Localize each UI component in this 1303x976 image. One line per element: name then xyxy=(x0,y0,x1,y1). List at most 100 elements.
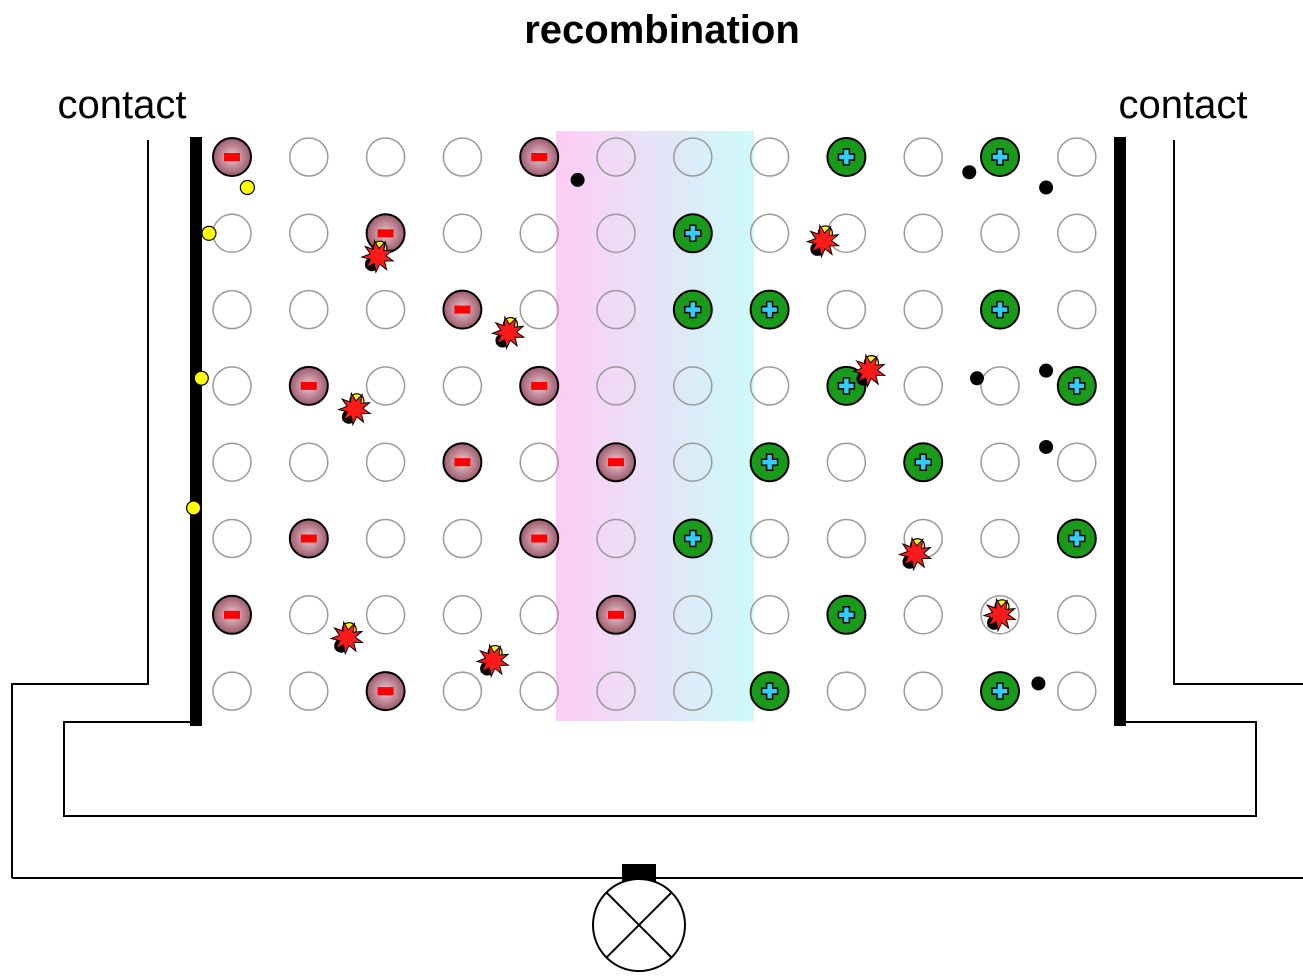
minus-sign-icon xyxy=(531,534,548,543)
empty-lattice-site xyxy=(749,137,790,177)
empty-lattice-site xyxy=(1057,213,1097,254)
recombination-burst-icon xyxy=(805,223,841,259)
empty-lattice-site xyxy=(289,671,329,711)
empty-lattice-site xyxy=(519,289,559,330)
contact-electrode-left xyxy=(190,137,202,726)
minus-sign-icon xyxy=(531,153,548,161)
donor-ion xyxy=(826,365,867,406)
empty-lattice-site xyxy=(826,442,867,482)
electron-carrier xyxy=(1039,363,1054,378)
empty-lattice-site xyxy=(1057,671,1097,711)
empty-lattice-site xyxy=(673,137,713,177)
donor-ion xyxy=(749,289,790,330)
electron-carrier xyxy=(1039,180,1054,195)
depletion-region xyxy=(556,131,754,721)
plus-sign-icon xyxy=(1068,529,1086,548)
plus-sign-icon xyxy=(837,377,856,395)
empty-lattice-site xyxy=(442,137,483,177)
plus-sign-icon xyxy=(760,300,779,319)
lamp-terminal xyxy=(622,864,656,882)
recombination-burst-icon xyxy=(329,620,365,656)
empty-lattice-site xyxy=(980,366,1020,406)
recombination-event xyxy=(805,223,841,259)
empty-lattice-site xyxy=(519,442,559,482)
electron-carrier xyxy=(570,172,585,187)
empty-lattice-site xyxy=(289,442,329,482)
acceptor-ion xyxy=(519,137,560,177)
empty-lattice-site xyxy=(826,289,867,330)
plus-sign-icon xyxy=(914,453,932,471)
lamp-filament-b xyxy=(605,891,673,959)
empty-lattice-site xyxy=(749,366,790,406)
plus-sign-icon xyxy=(1068,377,1086,395)
acceptor-ion xyxy=(212,594,252,635)
recombination-burst-icon xyxy=(982,597,1017,633)
electron-carrier xyxy=(1031,676,1046,691)
donor-ion xyxy=(903,442,944,483)
plus-sign-icon xyxy=(684,224,702,243)
minus-sign-icon xyxy=(531,381,548,390)
empty-lattice-site xyxy=(1057,595,1097,635)
empty-lattice-site xyxy=(903,671,943,711)
acceptor-ion xyxy=(212,137,252,177)
plus-sign-icon xyxy=(684,529,702,548)
plus-sign-icon xyxy=(837,606,856,624)
empty-lattice-site xyxy=(596,289,636,330)
plus-sign-icon xyxy=(684,300,702,319)
donor-ion xyxy=(749,442,790,483)
lattice-sites xyxy=(212,137,1097,712)
recombination-event xyxy=(329,620,365,656)
empty-lattice-site xyxy=(903,595,943,635)
empty-lattice-site xyxy=(673,671,713,711)
empty-lattice-site xyxy=(826,213,867,254)
empty-lattice-site xyxy=(289,213,329,254)
recombination-burst-icon xyxy=(897,536,933,572)
contact-electrode-right xyxy=(1114,137,1126,726)
minus-sign-icon xyxy=(454,305,471,314)
empty-lattice-site xyxy=(826,671,867,711)
plus-sign-icon xyxy=(837,148,856,166)
minus-sign-icon xyxy=(224,153,240,161)
acceptor-ion xyxy=(442,289,483,330)
minus-sign-icon xyxy=(300,381,317,390)
donor-ion xyxy=(980,289,1020,330)
empty-lattice-site xyxy=(980,213,1020,254)
empty-lattice-site xyxy=(596,518,636,559)
electron-carrier xyxy=(969,371,984,386)
hole-carrier xyxy=(239,179,255,196)
recombination-event xyxy=(360,238,395,274)
empty-lattice-site xyxy=(673,442,713,482)
empty-lattice-site xyxy=(442,595,483,635)
empty-lattice-site xyxy=(365,518,406,559)
minus-sign-icon xyxy=(224,610,240,619)
plus-sign-icon xyxy=(991,300,1009,319)
recombination-event xyxy=(337,391,372,427)
donor-ion xyxy=(826,594,867,635)
empty-lattice-site xyxy=(365,442,406,482)
donor-ion xyxy=(672,213,713,254)
acceptor-ion xyxy=(365,671,406,712)
hole-carrier xyxy=(201,225,217,241)
empty-lattice-site xyxy=(365,137,406,177)
empty-lattice-site xyxy=(980,518,1020,559)
empty-lattice-site xyxy=(903,213,943,254)
empty-lattice-site xyxy=(365,366,406,406)
electron-carrier xyxy=(962,165,977,180)
empty-lattice-site xyxy=(826,518,867,559)
minus-sign-icon xyxy=(608,458,624,467)
recombination-burst-icon xyxy=(360,238,395,274)
empty-lattice-site xyxy=(596,366,636,406)
empty-lattice-site xyxy=(442,213,483,254)
empty-lattice-site xyxy=(749,518,790,559)
plus-sign-icon xyxy=(760,682,779,700)
empty-lattice-site xyxy=(519,213,559,254)
recombination-event xyxy=(982,597,1017,633)
lamp-icon xyxy=(592,864,686,972)
empty-lattice-site xyxy=(1057,137,1097,177)
recombination-burst-icon xyxy=(475,643,510,679)
donor-ion xyxy=(980,671,1020,712)
empty-lattice-site xyxy=(289,595,329,635)
acceptor-ion xyxy=(596,594,636,635)
empty-lattice-site xyxy=(212,671,252,711)
outer-wire-left xyxy=(11,140,149,878)
